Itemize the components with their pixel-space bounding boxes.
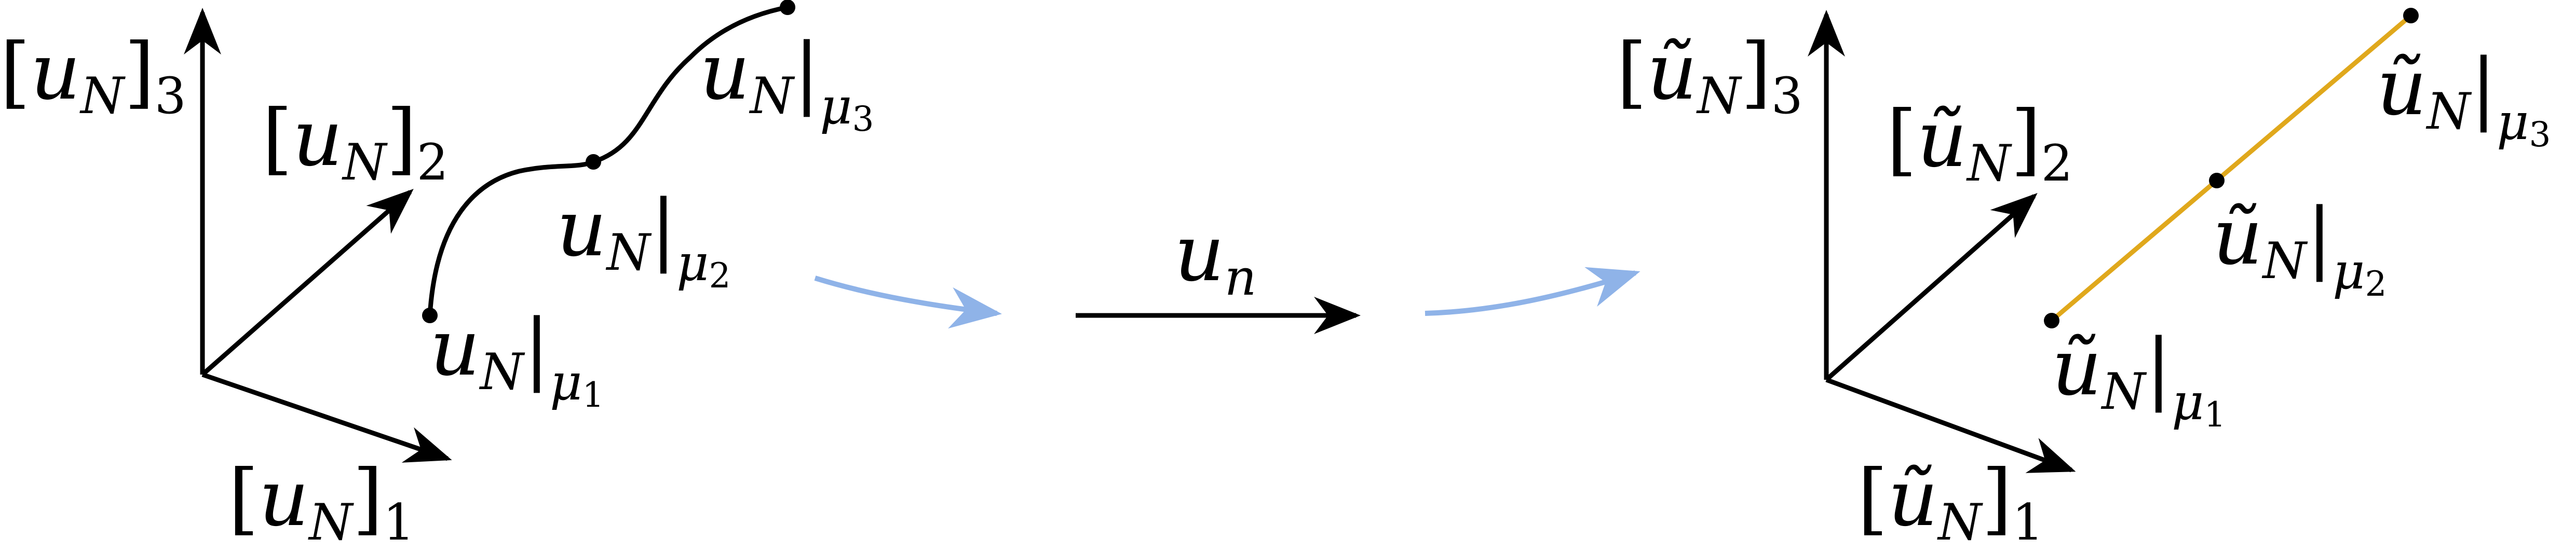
right-point-label-mu3: ũN|μ3 — [2377, 43, 2551, 155]
solution-point-mu3 — [780, 0, 795, 15]
left-axis-1-label: [uN]1 — [228, 453, 415, 551]
reduced-point-mu2 — [2209, 173, 2225, 188]
right-point-label-mu1: ũN|μ1 — [2052, 323, 2226, 435]
solution-point-mu2 — [586, 154, 601, 170]
reduced-linear-manifold — [2050, 13, 2412, 323]
left-axis-2-arrow — [201, 189, 414, 377]
right-panel: [ũN]3 [ũN]2 [ũN]1 ũN|μ1 ũN|μ2 ũN|μ3 — [1617, 8, 2551, 551]
right-axis-2-arrow — [1825, 193, 2038, 382]
right-axis-1-label: [ũN]1 — [1858, 453, 2044, 551]
right-axis-3-label: [ũN]3 — [1617, 27, 1803, 125]
reduced-point-mu3 — [2403, 8, 2419, 23]
left-axis-3-label: [uN]3 — [0, 27, 186, 125]
solution-point-mu1 — [422, 308, 438, 323]
right-axis-1-arrow — [1825, 377, 2076, 473]
left-point-label-mu3: uN|μ3 — [700, 27, 874, 139]
blue-arrow-in — [814, 275, 1002, 329]
left-axis-2-label: [uN]2 — [262, 93, 449, 191]
mapping-label: un — [1174, 209, 1256, 307]
middle-mapping: un — [814, 209, 1640, 334]
left-point-label-mu2: uN|μ2 — [557, 184, 731, 296]
reduced-point-mu1 — [2044, 313, 2059, 328]
right-axis-2-label: [ũN]2 — [1887, 94, 2073, 192]
left-axis-1-arrow — [201, 372, 452, 463]
right-point-label-mu2: ũN|μ2 — [2213, 192, 2387, 304]
left-point-label-mu1: uN|μ1 — [430, 303, 604, 415]
left-panel: [uN]3 [uN]2 [uN]1 uN|μ1 uN|μ2 uN|μ3 — [0, 0, 874, 551]
blue-arrow-out — [1425, 267, 1640, 316]
